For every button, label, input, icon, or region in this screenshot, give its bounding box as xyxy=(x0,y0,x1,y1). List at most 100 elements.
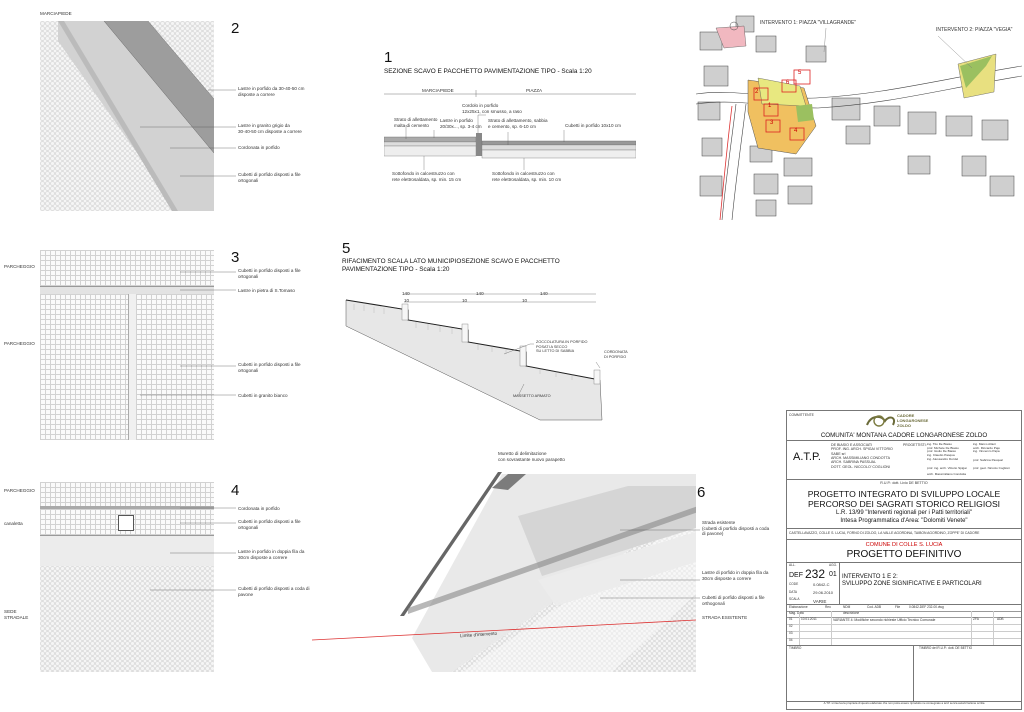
tb-team-r2: ing. Marco Altieri arch. Riccardo Pajo i… xyxy=(973,442,1000,454)
tb-project-3: L.R. 13/99 "Interventi regionali per i P… xyxy=(836,510,972,516)
label-marciapiede: MARCIAPIEDE xyxy=(40,11,72,16)
detail4-number: 4 xyxy=(231,482,240,499)
detail5-label-1: ZOCCOLATURA IN PORFIDO POSATI A SECCO SU… xyxy=(536,340,588,354)
tb-rup: R.U.P.: dott. Livio DE BETTIO xyxy=(880,481,928,485)
detail5-label-2: CORDONATA DI PORFIDO xyxy=(604,350,628,359)
map-intervento-1: INTERVENTO 1: PIAZZA "VILLAGRANDE" xyxy=(760,20,857,26)
tb-team-r4: prof. Sabrina Pasqual xyxy=(973,458,1003,462)
tb-lbl-code: CODE xyxy=(789,582,799,586)
tb-rev01-a: ADB xyxy=(997,617,1004,621)
detail6-top-label: Muretto di delimitazione con sovrastante… xyxy=(498,451,565,462)
detail1-title: SEZIONE SCAVO E PACCHETTO PAVIMENTAZIONE… xyxy=(384,68,592,75)
detail1-header-b: PIAZZA xyxy=(526,88,543,93)
tb-rev01-n: 01 xyxy=(789,617,793,621)
detail2-label-3: Cordonata in porfido xyxy=(238,145,280,150)
map-intervento-2: INTERVENTO 2: PIAZZA "VEGIA" xyxy=(936,27,1013,33)
label-canaletta: canaletta xyxy=(4,521,23,526)
tb-tav: 232 xyxy=(805,567,826,581)
tb-project-2: PERCORSO DEI SAGRATI STORICO RELIGIOSI xyxy=(807,499,1001,509)
tb-team-r5: prof. geol. Niccolo Coglioni xyxy=(973,466,1010,470)
detail4-label-3: Lastre in porfido in doppia fila da 30cm… xyxy=(238,549,305,560)
tb-file: 0.0842-DEF 232-00.dwg xyxy=(909,605,944,609)
detail1-label-5: Cubetti in porfido 10x10 cm xyxy=(565,123,621,128)
map-marker-1: 1 xyxy=(768,103,772,109)
tb-row-c: NDM xyxy=(843,605,851,609)
detail1-label-1: Cordolo in porfido 12x25x1, con smusso, … xyxy=(462,103,522,114)
tb-rev-desc-header: descrizione xyxy=(843,611,860,615)
detail6-label-3: Cubetti di porfido disposti a file ortho… xyxy=(702,595,765,606)
site-map xyxy=(696,8,1022,220)
tb-comune: COMUNE DI COLLE S. LUCIA xyxy=(865,542,943,548)
tb-project-1: PROGETTO INTEGRATO DI SVILUPPO LOCALE xyxy=(807,489,1001,499)
detail4-label-2: Cubetti in porfido disposti a file ortog… xyxy=(238,519,301,530)
detail6-plan xyxy=(312,466,696,672)
tb-data: 29.06.2010 xyxy=(813,590,834,595)
tb-rev-header: Mag. Data xyxy=(789,611,804,615)
detail1-label-7: Sottofondo in calcestruzzo con rete elet… xyxy=(492,171,562,182)
tb-rev01-date: 10.01.2011 xyxy=(801,617,817,621)
detail3-label-1: Cubetti in porfido disposti a file ortog… xyxy=(238,268,301,279)
detail1-number: 1 xyxy=(384,49,393,66)
logo-line-3: ZOLDO xyxy=(897,423,911,428)
detail5-dim-5: 10 xyxy=(462,298,468,303)
tb-intervention-title: INTERVENTO 1 E 2: SVILUPPO ZONE SIGNIFIC… xyxy=(842,574,982,588)
detail1-header-a: MARCIAPIEDE xyxy=(422,88,454,93)
detail5-dim-3: 140 xyxy=(540,291,548,296)
detail1-label-2: Strato di allettamento malta di cemento xyxy=(394,117,438,128)
detail3-label-4: Cubetti in granito bianco xyxy=(238,393,288,398)
tb-rev03: 03 xyxy=(789,631,793,635)
tb-lbl-agg: AGG. xyxy=(829,563,837,567)
tb-project-4: Intesa Programmatica d'Area: "Dolomiti V… xyxy=(840,518,968,524)
tb-team-left: DE BIASIO E ASSOCIATI PROF. ING. ARCH. S… xyxy=(831,443,893,469)
detail4-plan xyxy=(40,482,214,672)
tb-comuni: CASTELLAVAZZO, COLLE S. LUCIA, FORNO DI … xyxy=(789,531,980,535)
tb-team-r3: prof. ing. arch. Vittorio Spigai xyxy=(927,466,967,470)
tb-lbl-scala: SCALA xyxy=(789,597,800,601)
tb-lbl-all: ALL. xyxy=(789,563,796,567)
detail5-dim-4: 10 xyxy=(404,298,410,303)
detail6-label-2: Lastre di porfido in doppia fila da 30cm… xyxy=(702,570,769,581)
tb-rev01-s: ZFA xyxy=(973,617,979,621)
tb-row-a: Elaborazione xyxy=(789,605,808,609)
map-marker-6: 6 xyxy=(786,80,790,86)
tb-team-r6: arch. Massimiliano Condotta xyxy=(927,472,967,476)
detail3-label-3: Cubetti in porfido disposti a file ortog… xyxy=(238,362,301,373)
tb-rev01-text: VARIANTE 4: Modifiche secondo richieste … xyxy=(833,618,936,622)
tb-code: 0.0842-C xyxy=(813,582,830,587)
detail5-stair-section xyxy=(344,286,640,422)
detail1-label-3: Lastre in porfido 20/30x..., sp. 3-4 cm xyxy=(440,118,482,129)
detail2-label-4: Cubetti di porfido disposti a file ortog… xyxy=(238,172,301,183)
tb-scala: VARIE xyxy=(813,599,827,604)
community-logo: CADORE LONGARONESE ZOLDO xyxy=(863,413,943,429)
tb-lbl-data: DATA xyxy=(789,590,798,594)
detail2-plan xyxy=(40,21,214,211)
detail6-label-1: Strada esistente (cubetti di porfido dis… xyxy=(702,520,770,536)
tb-row-b: Rev. xyxy=(825,605,832,609)
title-block: COMMITTENTE CADORE LONGARONESE ZOLDO COM… xyxy=(786,410,1022,710)
label-parcheggio-c: PARCHEGGIO xyxy=(4,488,35,493)
detail5-title: RIFACIMENTO SCALA LATO MUNICIPIOSEZIONE … xyxy=(342,258,560,273)
detail1-label-4: Strato di allettamento, sabbia e cemento… xyxy=(488,118,548,129)
detail4-label-4: Cubetti di porfido disposti a coda di pa… xyxy=(238,586,310,597)
map-marker-3: 3 xyxy=(770,120,774,126)
detail5-dim-1: 140 xyxy=(402,291,410,296)
map-marker-5: 5 xyxy=(798,70,802,76)
canaletta-grate xyxy=(118,515,134,531)
logo-line-2: LONGARONESE xyxy=(897,418,929,423)
tb-rev02: 02 xyxy=(789,624,793,628)
detail2-label-2: Lastre in granito grigio da 30-40-50 cm … xyxy=(238,123,302,134)
tb-row-d: Cod. ADB xyxy=(867,605,881,609)
tb-atp: A.T.P. xyxy=(793,451,821,463)
tb-progettisti: PROGETTISTI: xyxy=(903,443,927,447)
tb-entity: COMUNITA' MONTANA CADORE LONGARONESE ZOL… xyxy=(820,432,988,439)
detail6-label-4: STRADA ESISTENTE xyxy=(702,615,748,620)
detail5-dim-2: 140 xyxy=(476,291,484,296)
tb-timbro: TIMBRO xyxy=(789,646,802,650)
detail5-number: 5 xyxy=(342,240,351,257)
detail5-dim-6: 10 xyxy=(522,298,528,303)
detail4-label-1: Cordonata in porfido xyxy=(238,506,280,511)
detail5-label-3: MASSETTO ARMATO xyxy=(513,394,551,398)
tb-agg: 01 xyxy=(829,571,837,578)
detail3-number: 3 xyxy=(231,249,240,266)
detail2-number: 2 xyxy=(231,20,240,37)
